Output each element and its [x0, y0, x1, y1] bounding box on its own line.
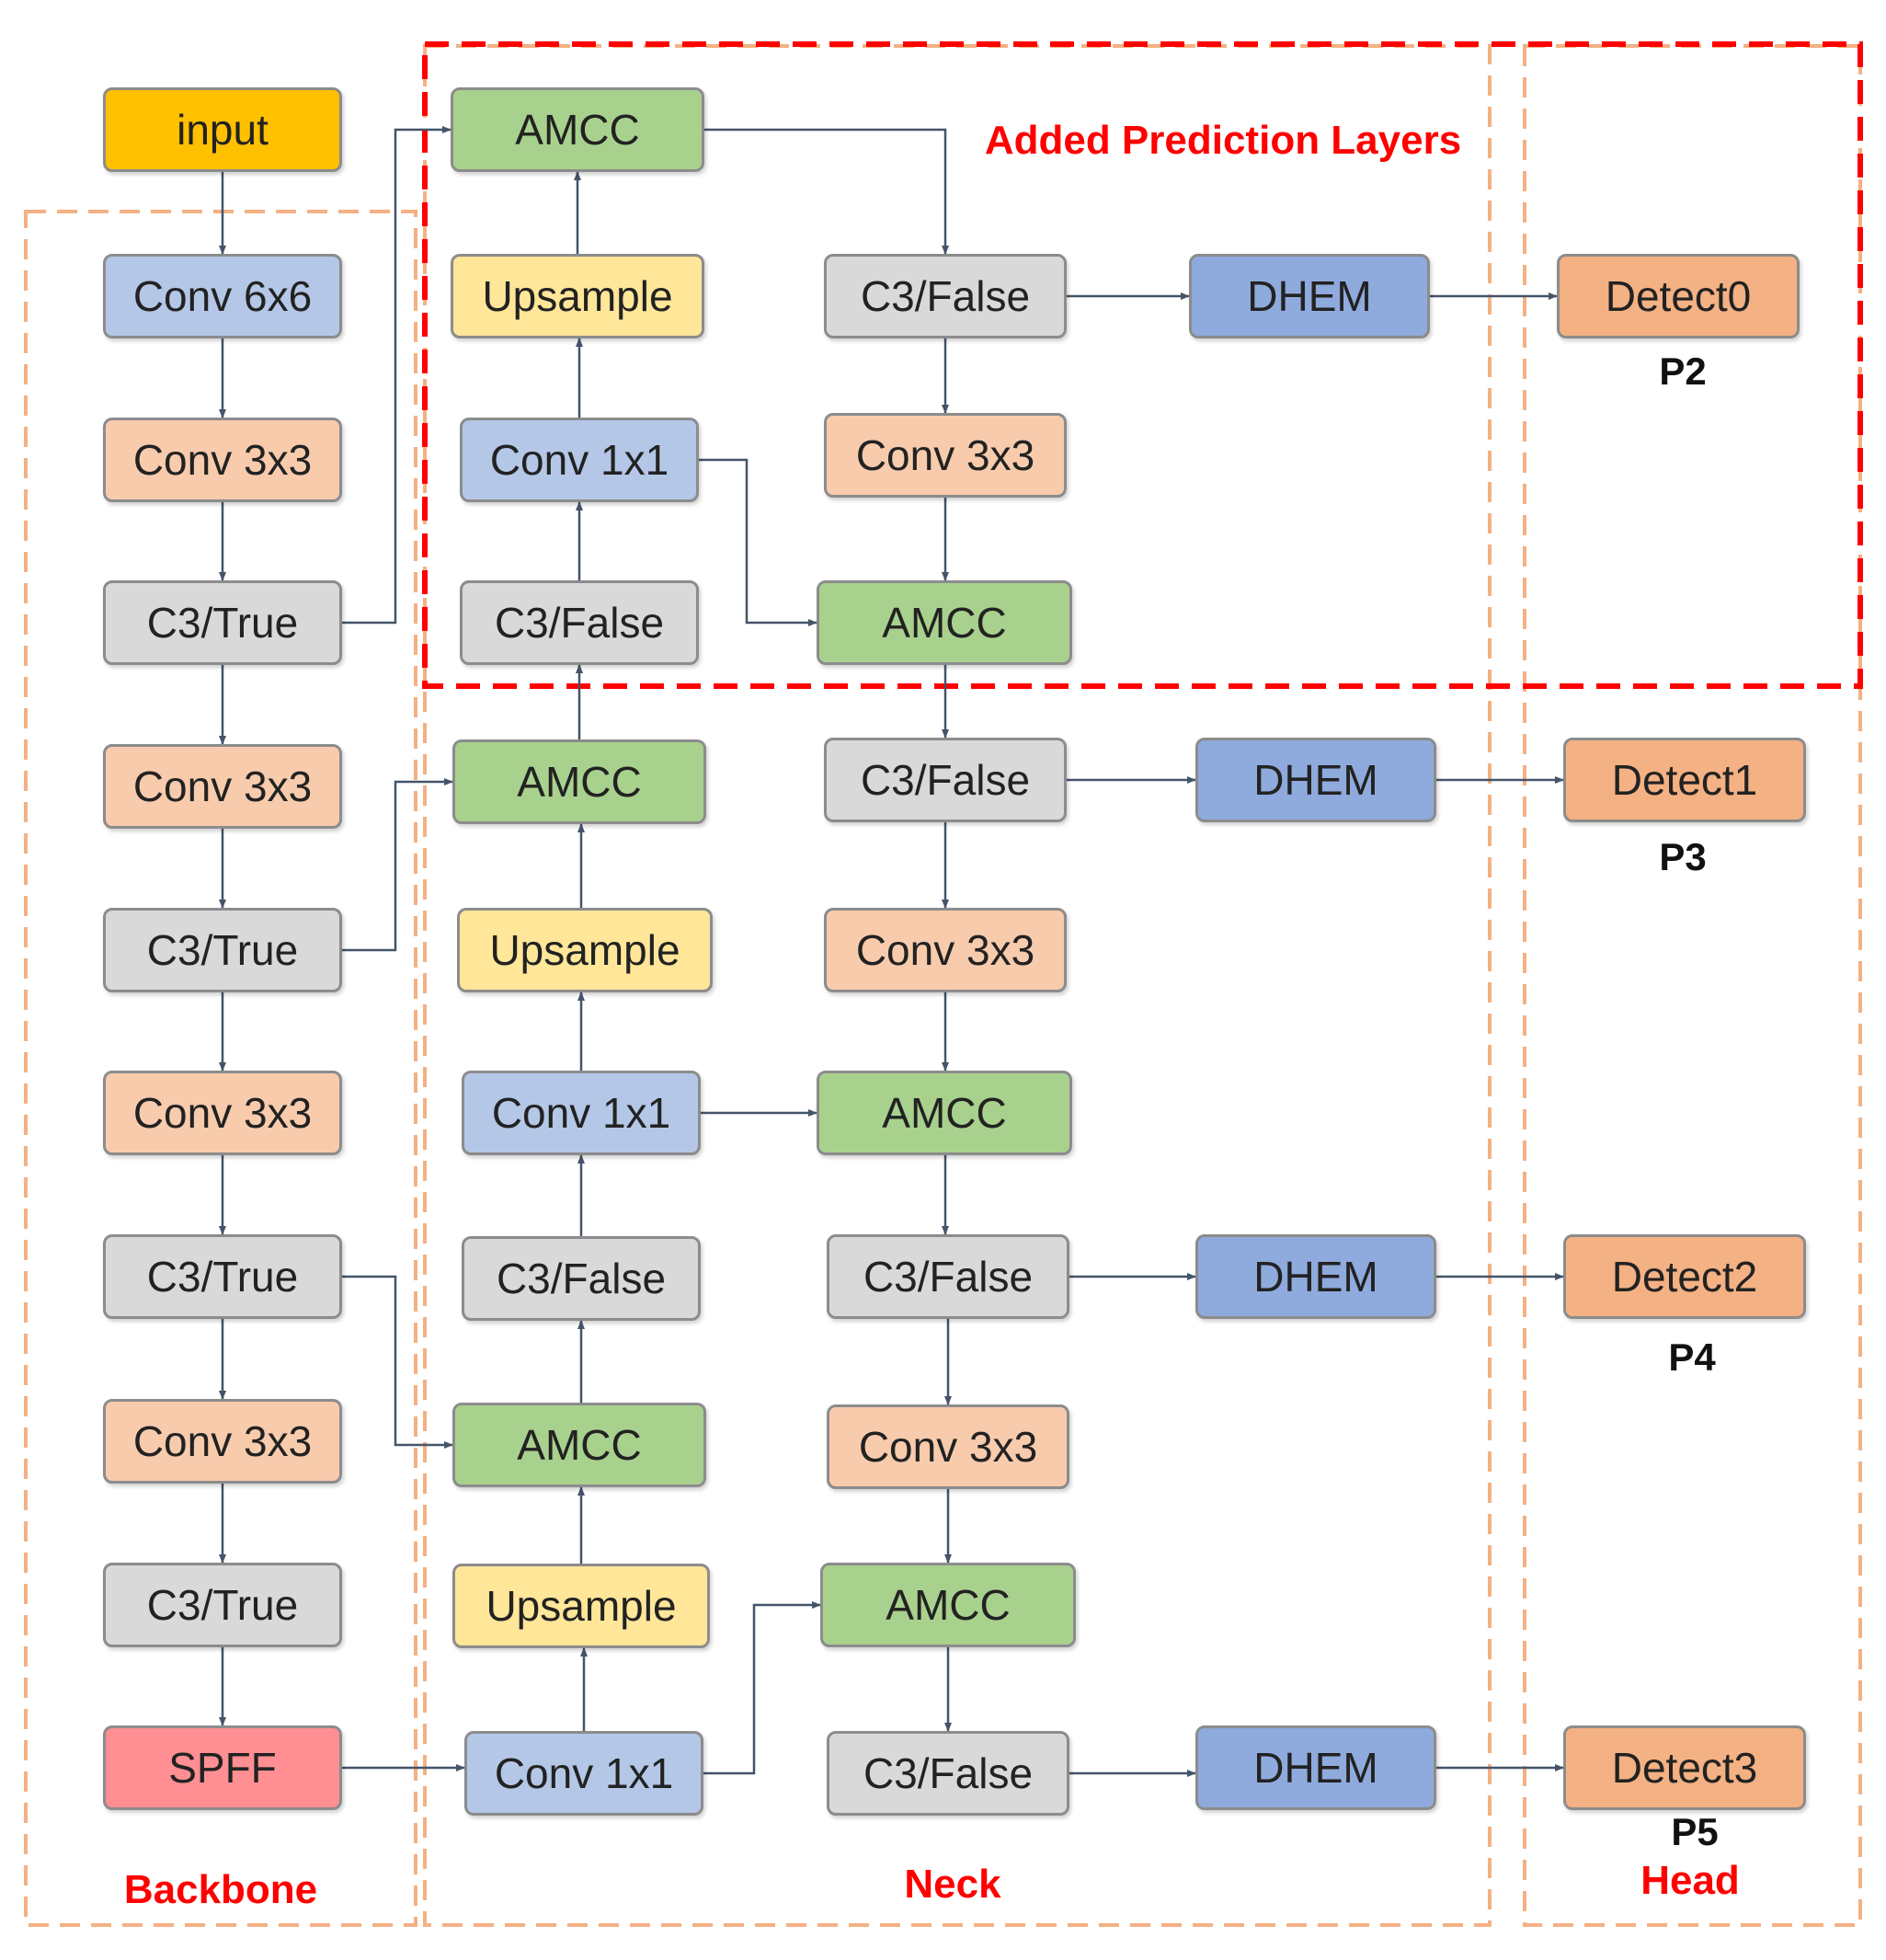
c3-true-node: C3/True	[103, 580, 342, 665]
upsample-node: Upsample	[457, 908, 713, 992]
c3-false-node: C3/False	[824, 254, 1067, 338]
scale-label-p4: P4	[1668, 1335, 1716, 1379]
detect0-node: Detect0	[1557, 254, 1800, 338]
conv-6x6-node: Conv 6x6	[103, 254, 342, 338]
amcc-node: AMCC	[820, 1563, 1076, 1647]
added-prediction-layers-frame	[422, 41, 1863, 689]
c3-true-node: C3/True	[103, 908, 342, 992]
dhem-node: DHEM	[1195, 738, 1436, 822]
detect2-node: Detect2	[1563, 1234, 1806, 1319]
detect1-node: Detect1	[1563, 738, 1806, 822]
connector-arrow	[342, 778, 453, 952]
backbone-label: Backbone	[123, 1867, 318, 1912]
c3-false-node: C3/False	[827, 1234, 1069, 1319]
c3-false-node: C3/False	[462, 1236, 701, 1321]
amcc-node: AMCC	[817, 1071, 1072, 1155]
input-node: input	[103, 87, 342, 172]
conv-3x3-node: Conv 3x3	[824, 413, 1067, 498]
upsample-node: Upsample	[452, 1564, 710, 1648]
dhem-node: DHEM	[1195, 1234, 1436, 1319]
detect3-node: Detect3	[1563, 1725, 1806, 1810]
neck-label: Neck	[904, 1862, 1001, 1907]
c3-false-node: C3/False	[824, 738, 1067, 822]
connector-arrow	[699, 458, 817, 626]
connector-arrow	[703, 1601, 821, 1775]
amcc-node: AMCC	[452, 1403, 706, 1487]
scale-label-p5: P5	[1671, 1810, 1719, 1853]
conv-1x1-node: Conv 1x1	[464, 1731, 703, 1816]
spff-node: SPFF	[103, 1725, 342, 1810]
head-label: Head	[1640, 1858, 1740, 1903]
connector-arrow	[342, 1275, 453, 1449]
amcc-node: AMCC	[451, 87, 704, 172]
conv-3x3-node: Conv 3x3	[103, 1071, 342, 1155]
conv-3x3-node: Conv 3x3	[103, 1399, 342, 1484]
amcc-node: AMCC	[452, 739, 706, 824]
conv-3x3-node: Conv 3x3	[103, 744, 342, 829]
c3-false-node: C3/False	[827, 1731, 1069, 1816]
scale-label-p3: P3	[1659, 835, 1707, 878]
dhem-node: DHEM	[1195, 1725, 1436, 1810]
dhem-node: DHEM	[1189, 254, 1430, 338]
amcc-node: AMCC	[817, 580, 1072, 665]
conv-3x3-node: Conv 3x3	[827, 1404, 1069, 1489]
connector-arrow	[704, 128, 949, 255]
backbone-group-frame	[24, 210, 417, 1927]
c3-false-node: C3/False	[460, 580, 699, 665]
added-prediction-layers-label: Added Prediction Layers	[984, 118, 1462, 163]
conv-3x3-node: Conv 3x3	[103, 418, 342, 502]
c3-true-node: C3/True	[103, 1563, 342, 1647]
upsample-node: Upsample	[451, 254, 704, 338]
conv-1x1-node: Conv 1x1	[462, 1071, 701, 1155]
scale-label-p2: P2	[1659, 350, 1707, 393]
c3-true-node: C3/True	[103, 1234, 342, 1319]
conv-1x1-node: Conv 1x1	[460, 418, 699, 502]
conv-3x3-node: Conv 3x3	[824, 908, 1067, 992]
connector-arrow	[342, 126, 451, 625]
